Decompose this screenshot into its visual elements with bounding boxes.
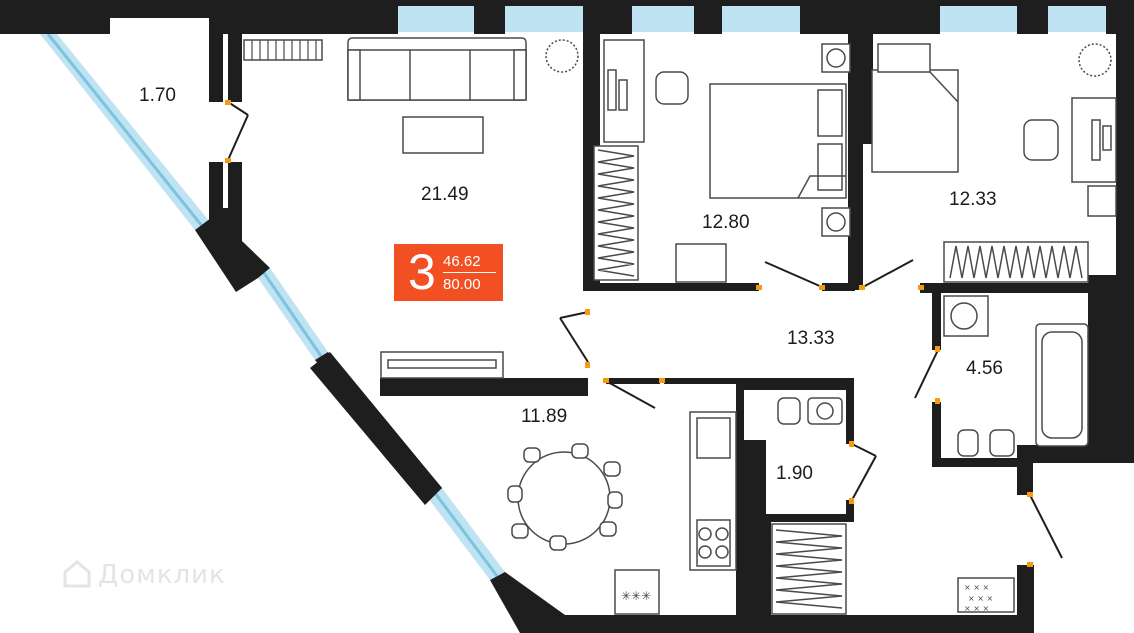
furniture	[243, 37, 1117, 615]
windows	[40, 4, 1106, 580]
total-area: 80.00	[443, 276, 481, 293]
room-area-toilet: 1.90	[776, 463, 813, 484]
room-area-bathroom: 4.56	[966, 358, 1003, 379]
domclick-logo-icon	[63, 560, 91, 588]
svg-text:× × ×: × × ×	[964, 604, 989, 613]
room-area-bedroom-2: 12.33	[949, 189, 997, 210]
living-area: 46.62	[443, 253, 481, 270]
room-area-living-room: 21.49	[421, 184, 469, 205]
badge-divider	[443, 272, 496, 273]
stove-marks: ✳✳✳	[621, 589, 651, 603]
room-area-balcony: 1.70	[139, 85, 176, 106]
room-area-bedroom-1: 12.80	[702, 212, 750, 233]
room-count: 3	[408, 244, 436, 300]
watermark: Домклик	[98, 560, 226, 590]
svg-text:× × ×: × × ×	[964, 583, 989, 592]
room-area-hallway: 13.33	[787, 328, 835, 349]
shoe-mat-marks: × × × × × × × × ×	[964, 583, 993, 613]
svg-text:× × ×: × × ×	[968, 594, 993, 603]
apartment-badge: 3 46.62 80.00	[394, 244, 503, 301]
door-markers	[225, 100, 1033, 567]
doors	[227, 101, 1063, 559]
room-area-kitchen: 11.89	[521, 406, 568, 427]
